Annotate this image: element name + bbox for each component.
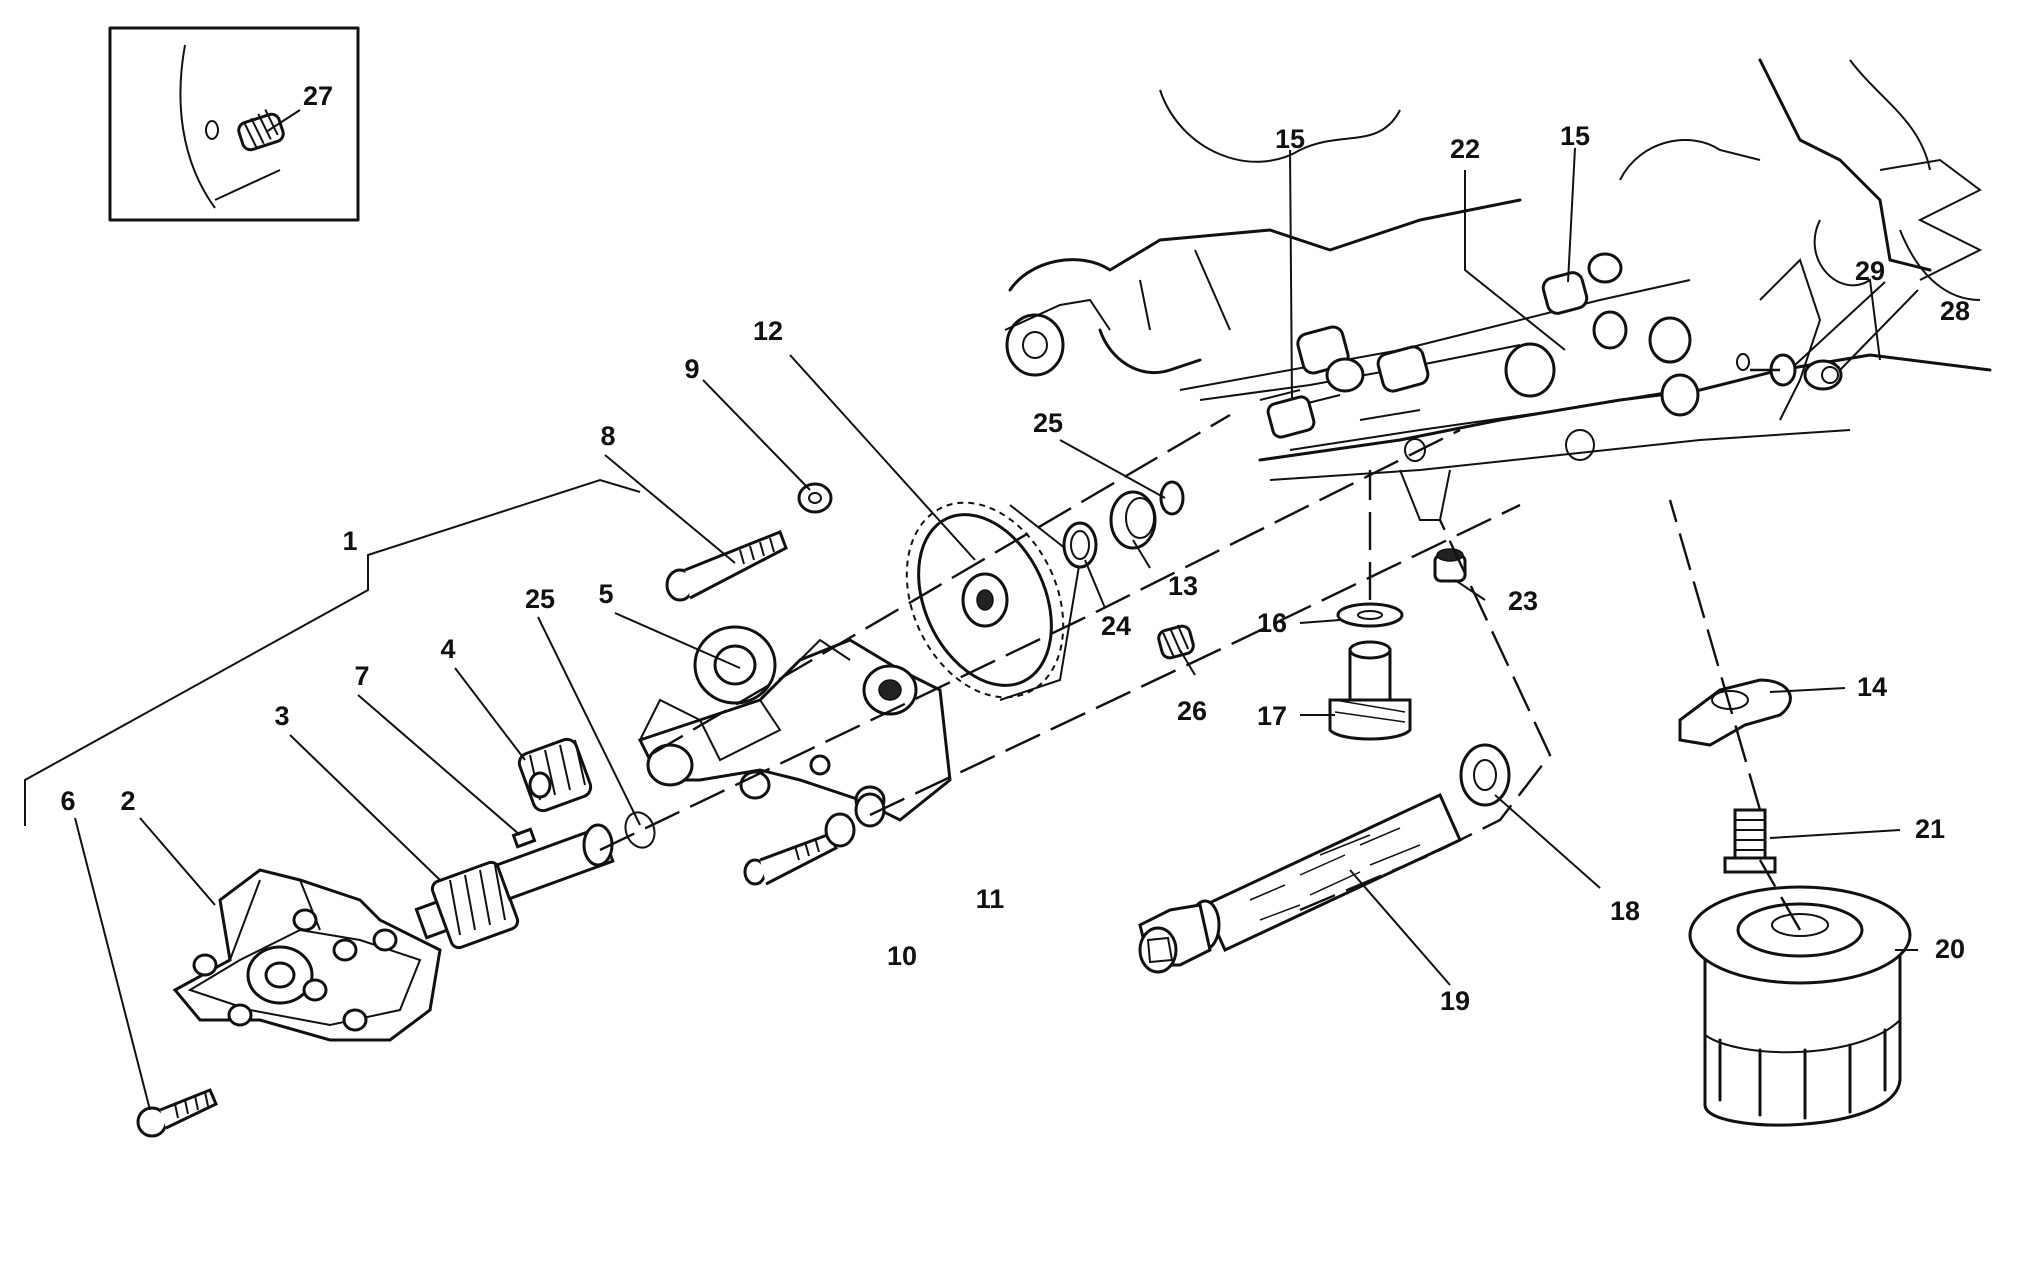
callout-13: 13 [1168,571,1198,601]
gear-12 [905,501,1082,701]
callout-19: 19 [1440,986,1470,1016]
dowels-15 [1266,252,1623,439]
seal-13 [1109,490,1157,550]
callout-20: 20 [1935,934,1965,964]
plug-23 [1433,548,1467,583]
callout-10: 10 [887,941,917,971]
circlip-25-left [624,811,656,849]
callout-16: 16 [1257,608,1287,638]
circlip-25-right [1159,480,1185,516]
washer-9 [797,482,833,514]
callout-11: 11 [976,884,1005,914]
callout-17: 17 [1257,701,1287,731]
callout-27: 27 [303,81,333,111]
nipple-21 [1723,808,1777,874]
inset-detail [108,26,360,222]
callout-5: 5 [598,579,613,609]
screw-10 [743,832,838,886]
crankcase [1004,58,1992,521]
callout-25b: 25 [1033,408,1063,438]
insert-27 [237,109,285,152]
callout-6: 6 [60,786,75,816]
callout-18: 18 [1610,896,1640,926]
callout-3: 3 [274,701,289,731]
callout-8: 8 [600,421,615,451]
callout-21: 21 [1915,814,1945,844]
callout-labels: 1 2 3 4 5 6 7 8 9 10 11 12 13 14 15 15 1… [60,81,1970,1016]
callout-22: 22 [1450,134,1480,164]
oil-filter-20 [1688,885,1912,1127]
washer-18 [1459,743,1511,807]
bracket-1 [24,478,641,826]
washer-16 [1336,602,1404,628]
gasket-14 [1678,678,1792,747]
plug-28 [1803,359,1843,391]
leader-lines [74,109,1919,1111]
washer-11 [824,792,886,848]
callout-9: 9 [684,354,699,384]
callout-28: 28 [1940,296,1970,326]
pump-cover-2 [172,868,442,1042]
assembly-axes [599,368,1802,931]
o-ring-24 [1062,521,1098,569]
gear-4 [517,737,593,813]
callout-2: 2 [120,786,135,816]
callout-7: 7 [354,661,369,691]
callout-4: 4 [440,634,455,664]
pump-body-5 [637,625,952,822]
callout-12: 12 [753,316,783,346]
strainer-19 [1138,792,1462,974]
callout-29: 29 [1855,256,1885,286]
callout-1: 1 [342,526,357,556]
callout-15a: 15 [1275,124,1305,154]
screw-8 [665,530,788,602]
callout-14: 14 [1857,672,1887,702]
callout-25a: 25 [525,584,555,614]
callout-15b: 15 [1560,121,1590,151]
callout-24: 24 [1101,611,1131,641]
insert-26 [1157,624,1195,660]
plug-17 [1328,640,1412,741]
callout-26: 26 [1177,696,1207,726]
shaft-3 [414,823,615,950]
callout-23: 23 [1508,586,1538,616]
screw-6 [136,1088,218,1138]
hole-28 [1736,353,1750,371]
